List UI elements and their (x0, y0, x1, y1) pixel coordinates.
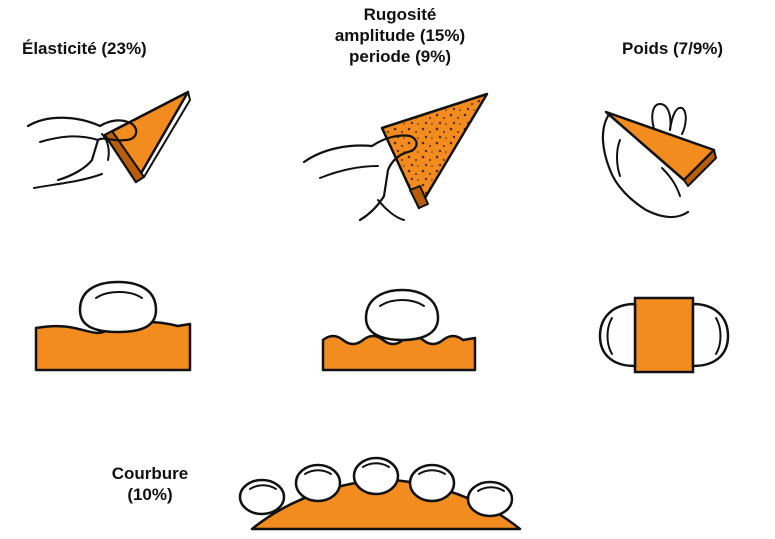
finger-pressing-elastic-surface-icon (36, 282, 190, 370)
fingertip-3 (354, 458, 398, 494)
fingertip-4 (410, 465, 454, 501)
fingers-on-curved-surface-icon (240, 458, 520, 529)
fingers-squeezing-block-icon (600, 298, 728, 372)
hand-rubbing-rough-triangle-icon (304, 94, 487, 220)
fingertip-1 (240, 480, 284, 514)
hand-pressing-triangle-icon (28, 92, 190, 188)
hand-holding-triangle-icon (603, 104, 716, 217)
fingertip-5 (468, 482, 512, 516)
finger-on-wavy-surface-icon (323, 290, 475, 370)
fingertip-2 (296, 465, 340, 501)
